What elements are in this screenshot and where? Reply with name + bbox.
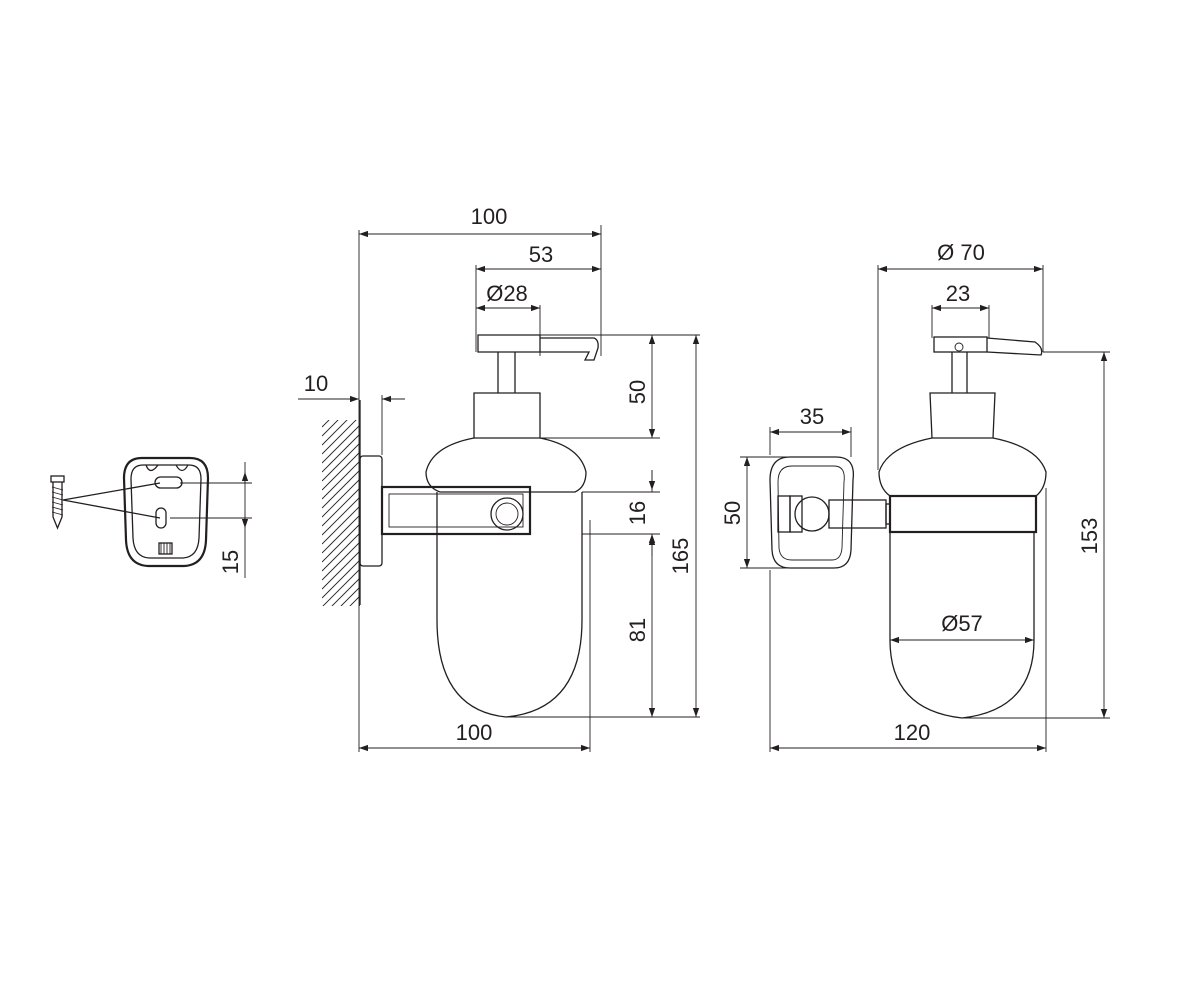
dim-120-label: 120 <box>894 720 931 745</box>
dim-100-top-label: 100 <box>471 204 508 229</box>
hatch-line <box>322 641 360 679</box>
hatch-line <box>322 514 360 554</box>
dim-15-label: 15 <box>218 550 243 574</box>
mount-plate-inner <box>130 464 202 559</box>
dim-50-front-label: 50 <box>720 501 745 525</box>
mount-plate-outline <box>122 456 210 568</box>
hatch-line <box>322 541 360 581</box>
dim-35-label: 35 <box>800 404 824 429</box>
bottle-body <box>436 537 583 718</box>
side-view: 100 53 Ø28 100 10 50 16 81 165 <box>298 204 700 752</box>
hatch-line <box>331 577 360 606</box>
slot-pointer-lines <box>62 482 161 519</box>
front-pump-collar <box>929 392 996 439</box>
hatch-line <box>340 586 360 606</box>
knob <box>490 497 524 531</box>
hatch-line <box>322 424 360 464</box>
hatch-line <box>322 469 360 509</box>
bottle-shoulder <box>425 437 587 493</box>
hatch-line <box>322 623 360 661</box>
hatch-line <box>322 420 330 428</box>
spout <box>540 337 599 361</box>
hatch-line <box>322 420 357 455</box>
dim-10-label: 10 <box>304 371 328 396</box>
front-spout <box>986 337 1043 356</box>
plate-notches <box>145 464 189 472</box>
dim-070-label: Ø 70 <box>937 240 985 265</box>
dim-153-label: 153 <box>1077 518 1102 555</box>
hatch-line <box>322 532 360 572</box>
pump-head <box>477 334 541 353</box>
front-shoulder <box>878 437 1047 497</box>
screw-icon <box>50 475 65 530</box>
wall-flange <box>359 455 383 567</box>
hatch-line <box>322 487 360 527</box>
pump-collar <box>473 392 541 439</box>
hatch-line <box>322 460 360 500</box>
hatch-line <box>349 595 360 606</box>
mounting-plate-detail: 15 <box>50 456 252 578</box>
hatch-line <box>322 478 360 518</box>
support-arm <box>380 485 532 536</box>
hatch-line <box>322 550 360 590</box>
hatch-line <box>322 420 339 437</box>
hatch-line <box>322 650 360 688</box>
hatch-line <box>322 496 360 536</box>
hatch-line <box>322 614 360 652</box>
wall-hatch <box>322 420 360 697</box>
hatch-line <box>322 420 348 446</box>
dim-028-label: Ø28 <box>486 281 528 306</box>
vertical-slot <box>155 507 167 529</box>
dim-53-label: 53 <box>529 242 553 267</box>
dim-81-label: 81 <box>625 618 650 642</box>
hatch-line <box>322 433 360 473</box>
hatch-line <box>322 523 360 563</box>
front-view: Ø 70 23 35 50 Ø57 120 153 <box>720 240 1110 752</box>
front-arm <box>828 499 887 529</box>
front-knob <box>794 496 830 532</box>
dim-16-label: 16 <box>625 501 650 525</box>
hatch-line <box>322 632 360 670</box>
pump-stem <box>497 352 516 393</box>
hatch-line <box>322 659 360 697</box>
hatch-line <box>322 568 360 606</box>
horizontal-slot <box>154 476 183 489</box>
dim-50-side-label: 50 <box>625 380 650 404</box>
dim-165-label: 165 <box>668 538 693 575</box>
front-pump-head <box>933 336 988 353</box>
hatch-line <box>322 451 360 491</box>
set-screw-icon <box>158 542 173 555</box>
dim-23-label: 23 <box>946 281 970 306</box>
dim-057-label: Ø57 <box>941 611 983 636</box>
hatch-line <box>322 559 360 599</box>
hatch-line <box>322 505 360 545</box>
dim-100-bottom-label: 100 <box>456 720 493 745</box>
front-ring <box>888 494 1038 534</box>
front-wall-plate <box>769 456 855 569</box>
hatch-line <box>358 604 360 606</box>
hatch-line <box>322 442 360 482</box>
